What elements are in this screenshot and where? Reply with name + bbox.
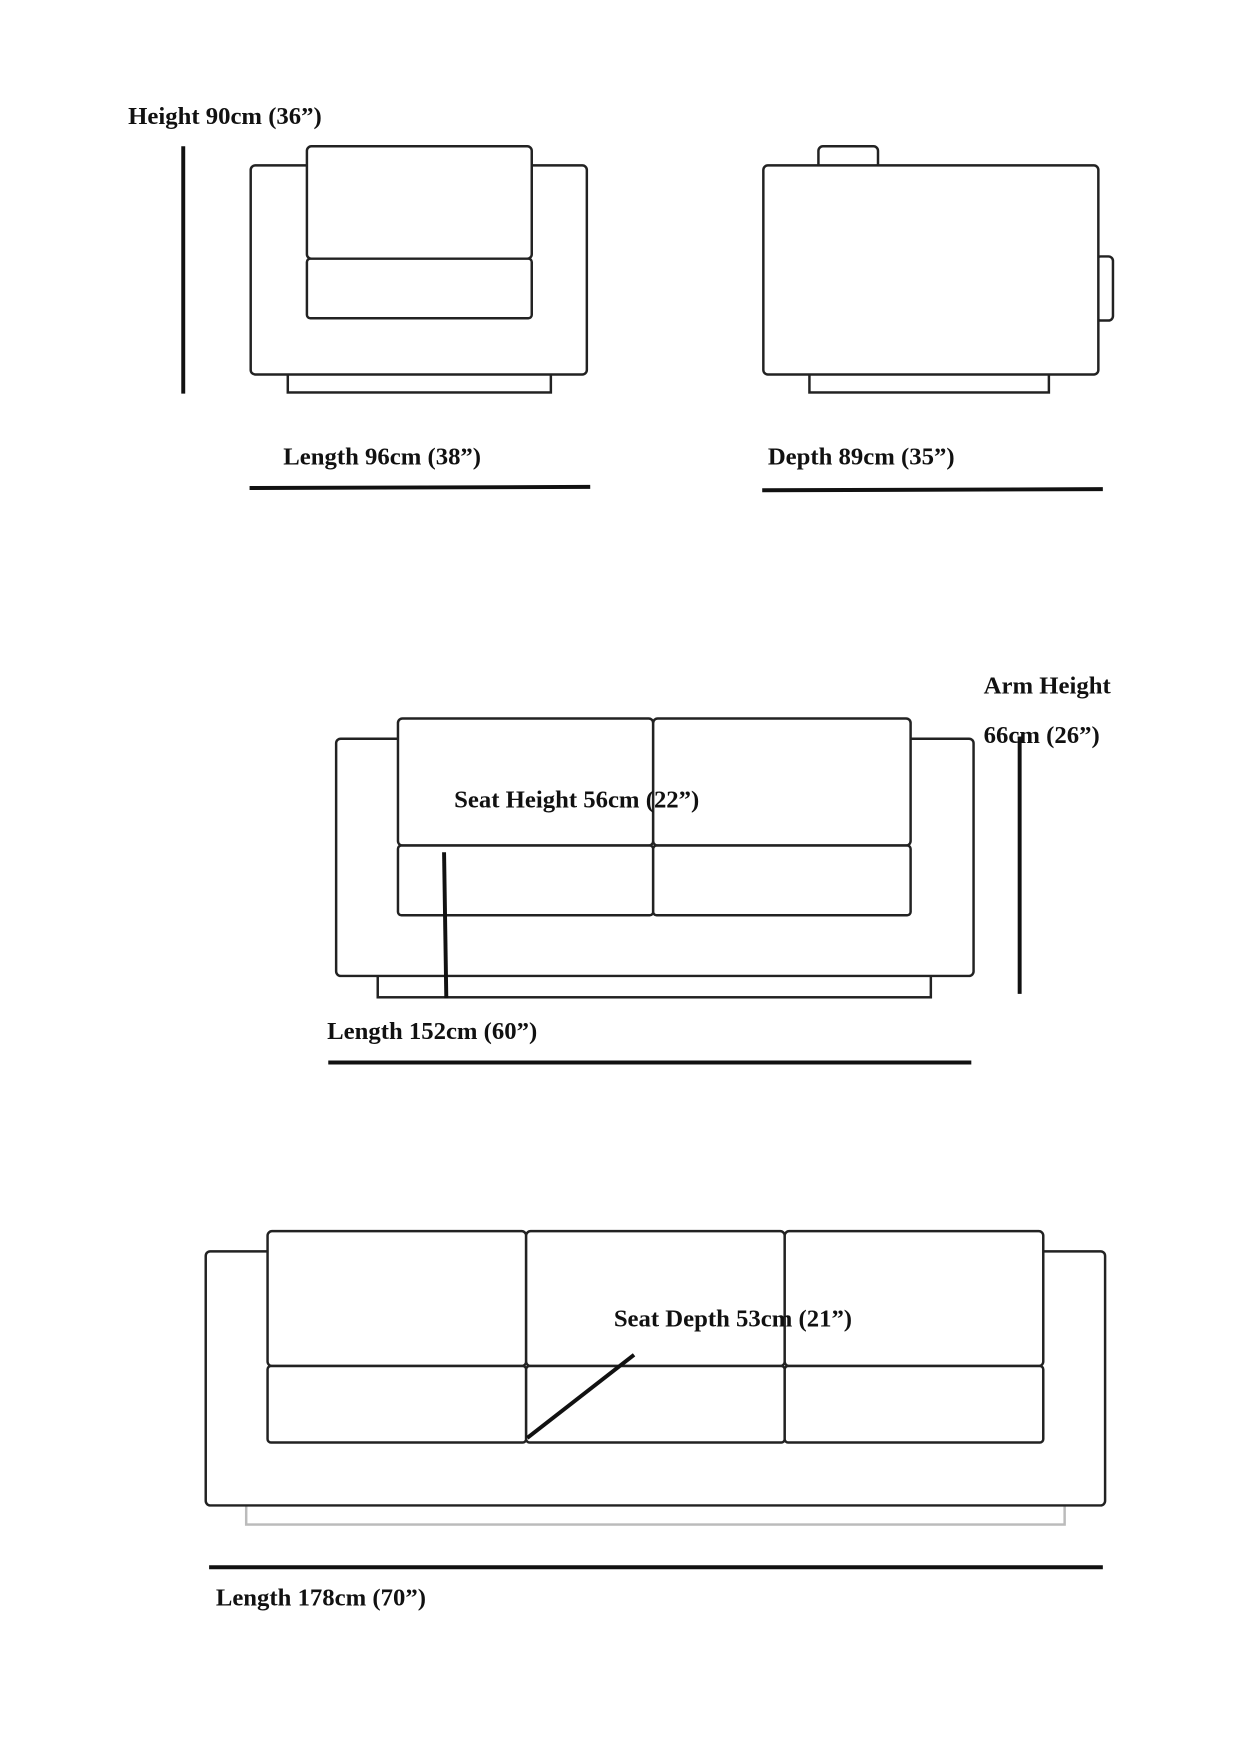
arm-height-value: 66cm (26”) bbox=[984, 722, 1100, 749]
chair-back-cushion bbox=[305, 145, 533, 260]
sofa-length-label: Length 178cm (70”) bbox=[216, 1584, 426, 1611]
depth-dimension-line bbox=[762, 487, 1103, 493]
loveseat-seat-cushion bbox=[651, 844, 912, 917]
chair-front-view bbox=[249, 145, 589, 394]
loveseat-back-cushion bbox=[396, 717, 655, 847]
sofa-back-cushion bbox=[266, 1229, 528, 1368]
seat-height-label: Seat Height 56cm (22”) bbox=[454, 786, 699, 813]
loveseat-seat-cushion bbox=[396, 844, 655, 917]
chair-height-label: Height 90cm (36”) bbox=[128, 103, 322, 130]
loveseat-front-view bbox=[334, 717, 975, 999]
seat-depth-label: Seat Depth 53cm (21”) bbox=[614, 1306, 852, 1333]
side-body bbox=[762, 164, 1100, 376]
sofa-back-cushion bbox=[524, 1229, 786, 1368]
chair-depth-label: Depth 89cm (35”) bbox=[768, 443, 955, 470]
loveseat-length-label: Length 152cm (60”) bbox=[327, 1018, 537, 1045]
chair-seat-cushion bbox=[305, 257, 533, 320]
sofa-seat-cushion bbox=[524, 1364, 786, 1444]
chair-side-view bbox=[762, 145, 1115, 394]
arm-height-label: Arm Height bbox=[984, 673, 1112, 700]
sofa-seat-cushion bbox=[266, 1364, 528, 1444]
sofa-front-view bbox=[204, 1229, 1107, 1526]
seat-height-dimension-line bbox=[442, 852, 449, 999]
sofa-back-cushion bbox=[783, 1229, 1045, 1368]
loveseat-back-cushion bbox=[651, 717, 912, 847]
chair-length-dimension-line bbox=[249, 484, 591, 490]
loveseat-base bbox=[376, 972, 933, 999]
seat-depth-dimension-line bbox=[526, 1353, 636, 1440]
sofa-seat-cushion bbox=[783, 1364, 1045, 1444]
chair-length-label: Length 96cm (38”) bbox=[283, 443, 481, 470]
